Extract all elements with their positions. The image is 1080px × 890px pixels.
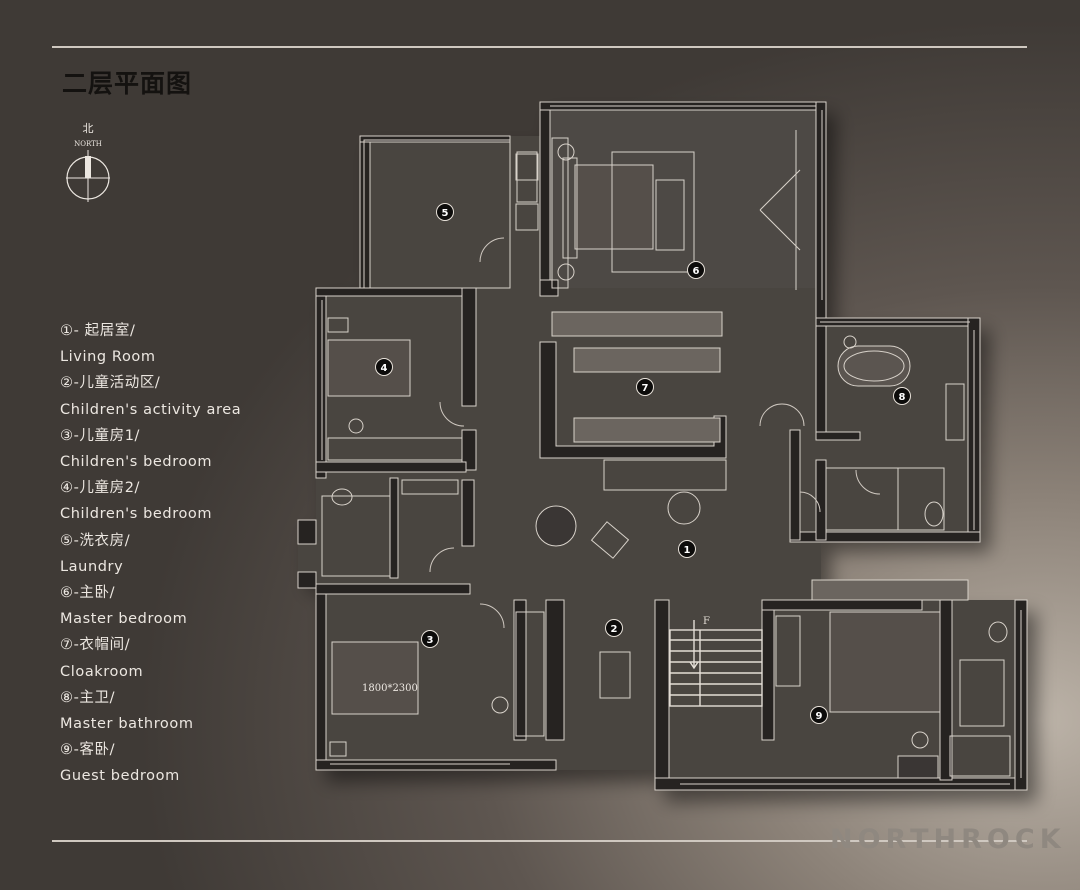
legend-item: ④-儿童房2/ [60,480,141,497]
room-marker-1: 1 [678,540,696,558]
page-title: 二层平面图 [62,69,193,98]
room-marker-9: 9 [810,706,828,724]
room-markers: 1 2 3 4 5 6 7 8 9 [375,203,911,724]
legend-item: ⑨-客卧/ [60,742,116,759]
room-marker-7: 7 [636,378,654,396]
legend-item: Master bathroom [60,716,194,733]
doors [429,237,881,629]
svg-text:2: 2 [611,624,618,635]
svg-text:1: 1 [684,545,691,556]
compass-en-label: NORTH [74,140,102,148]
legend-item: Children's activity area [60,401,242,418]
legend-item: Living Room [60,349,156,366]
room-marker-4: 4 [375,358,393,376]
room-legend: ①- 起居室/ Living Room ②-儿童活动区/ Children's … [60,318,241,790]
svg-text:4: 4 [381,363,388,374]
legend-item: ⑤-洗衣房/ [60,532,131,549]
walls [297,101,1028,791]
svg-text:7: 7 [642,383,649,394]
stair-direction-label: F [703,616,710,627]
legend-item: Children's bedroom [60,506,213,523]
room-marker-8: 8 [893,387,911,405]
north-compass-icon: 北 NORTH [66,122,110,202]
svg-text:6: 6 [693,266,700,277]
bed-size-label: 1800*2300 [362,683,418,694]
svg-text:9: 9 [816,711,823,722]
legend-item: Guest bedroom [60,768,180,785]
legend-item: Children's bedroom [60,454,213,471]
room-marker-6: 6 [687,261,705,279]
svg-text:5: 5 [442,208,449,219]
legend-item: ②-儿童活动区/ [60,375,161,392]
top-rule [52,46,1027,48]
bottom-rule [52,840,1027,842]
legend-item: Cloakroom [60,663,144,680]
legend-item: ⑥-主卧/ [60,585,116,602]
legend-item: Laundry [60,558,124,575]
windows [321,105,1022,785]
svg-text:3: 3 [427,635,434,646]
room-marker-2: 2 [605,619,623,637]
svg-text:8: 8 [899,392,906,403]
legend-item: ③-儿童房1/ [60,427,141,444]
compass-cn-label: 北 [83,122,94,135]
room-marker-3: 3 [421,630,439,648]
brand-watermark: NORTHROCK [830,824,1066,855]
legend-item: ⑧-主卫/ [60,689,116,706]
room-marker-5: 5 [436,203,454,221]
legend-item: ①- 起居室/ [60,323,136,339]
staircase [669,620,763,707]
legend-item: Master bedroom [60,611,188,628]
furniture [321,130,1011,779]
legend-item: ⑦-衣帽间/ [60,637,131,654]
